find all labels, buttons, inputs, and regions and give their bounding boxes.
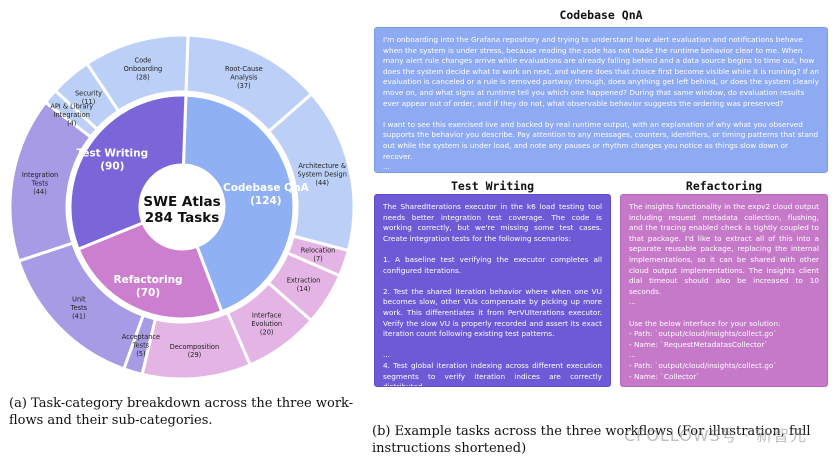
refactoring-example-box: The insights functionality in the expv2 … [620,194,828,387]
inner-count-refactor: (70) [136,287,160,299]
test-writing-example-box: The SharedIterations executor in the k6 … [374,194,611,387]
outer-label-decomposition: (29) [188,351,202,359]
outer-label-relocation: Relocation [301,246,336,254]
outer-label-architecture: (44) [315,179,329,187]
watermark: CFOLLOWS号 · 新智元 [624,426,808,445]
outer-label-unit: Unit [72,296,86,304]
panel-title-test-writing: Test Writing [450,179,535,193]
codebase-qna-example-box: I'm onboarding into the Grafana reposito… [374,27,828,173]
center-total: 284 Tasks [145,210,220,226]
outer-label-api-library: Integration [54,111,90,119]
outer-label-unit: (41) [72,312,86,320]
inner-ring-labels: Codebase QnA(124) Refactoring(70) Test Wri… [77,147,310,299]
inner-ring [68,93,296,321]
center-title: SWE Atlas [143,194,220,210]
refactor-paragraph: The insights functionality in the expv2 … [629,202,819,307]
outer-label-decomposition: Decomposition [170,343,219,351]
outer-label-code: Code [134,57,151,65]
outer-label-security: (11) [82,98,96,106]
outer-label-interface: Interface [252,312,282,320]
outer-label-api-library: (4) [67,119,76,127]
outer-label-architecture: Architecture & [298,162,346,170]
panel-title-codebase-qna: Codebase QnA [559,8,643,22]
refactor-paragraph: Use the below interface for your solutio… [629,318,781,381]
test-paragraph: ... 4. Test global iteration indexing ac… [383,350,602,387]
outer-segment-code [85,33,190,114]
outer-label-extraction: (14) [297,285,311,293]
outer-label-interface: (20) [260,328,274,336]
qna-paragraph: I want to see this exercised live and ba… [383,119,819,172]
outer-label-architecture: System Design [297,171,346,179]
outer-label-integration: Tests [31,179,49,187]
outer-label-api-library: API & Library [50,102,93,110]
caption-right: (b) Example tasks across the three workf… [372,424,811,456]
qna-paragraph: I'm onboarding into the Grafana reposito… [383,35,819,108]
outer-label-acceptance: Tests [132,342,150,350]
outer-label-security: Security [75,90,102,98]
outer-ring [8,33,356,381]
outer-label-code: (28) [136,73,150,81]
center-hole [140,165,224,249]
inner-count-codebase: (124) [250,195,282,207]
test-paragraph: The SharedIterations executor in the k6 … [383,202,602,243]
inner-count-test: (90) [100,160,124,172]
inner-label-codebase: Codebase QnA [223,182,310,194]
panel-title-refactoring: Refactoring [685,179,763,193]
caption-left: (a) Task-category breakdown across the t… [9,396,354,428]
outer-label-code: Onboarding [124,65,163,73]
outer-label-root-cause: Analysis [230,73,258,81]
test-paragraph: 1. A baseline test verifying the executo… [383,254,602,275]
outer-label-root-cause: Root-Cause [225,65,263,73]
inner-label-test: Test Writing [77,147,149,159]
outer-label-integration: Integration [22,171,58,179]
outer-label-extraction: Extraction [287,277,321,285]
test-paragraph: 2. Test the shared iteration behavior wh… [383,286,602,339]
outer-label-acceptance: (5) [136,350,145,358]
outer-label-integration: (44) [33,188,47,196]
outer-label-relocation: (7) [313,255,322,263]
outer-label-unit: Tests [70,304,88,312]
inner-label-refactor: Refactoring [113,274,182,286]
outer-label-root-cause: (37) [237,82,251,90]
outer-label-interface: Evolution [251,320,282,328]
outer-label-acceptance: Acceptance [122,333,160,341]
